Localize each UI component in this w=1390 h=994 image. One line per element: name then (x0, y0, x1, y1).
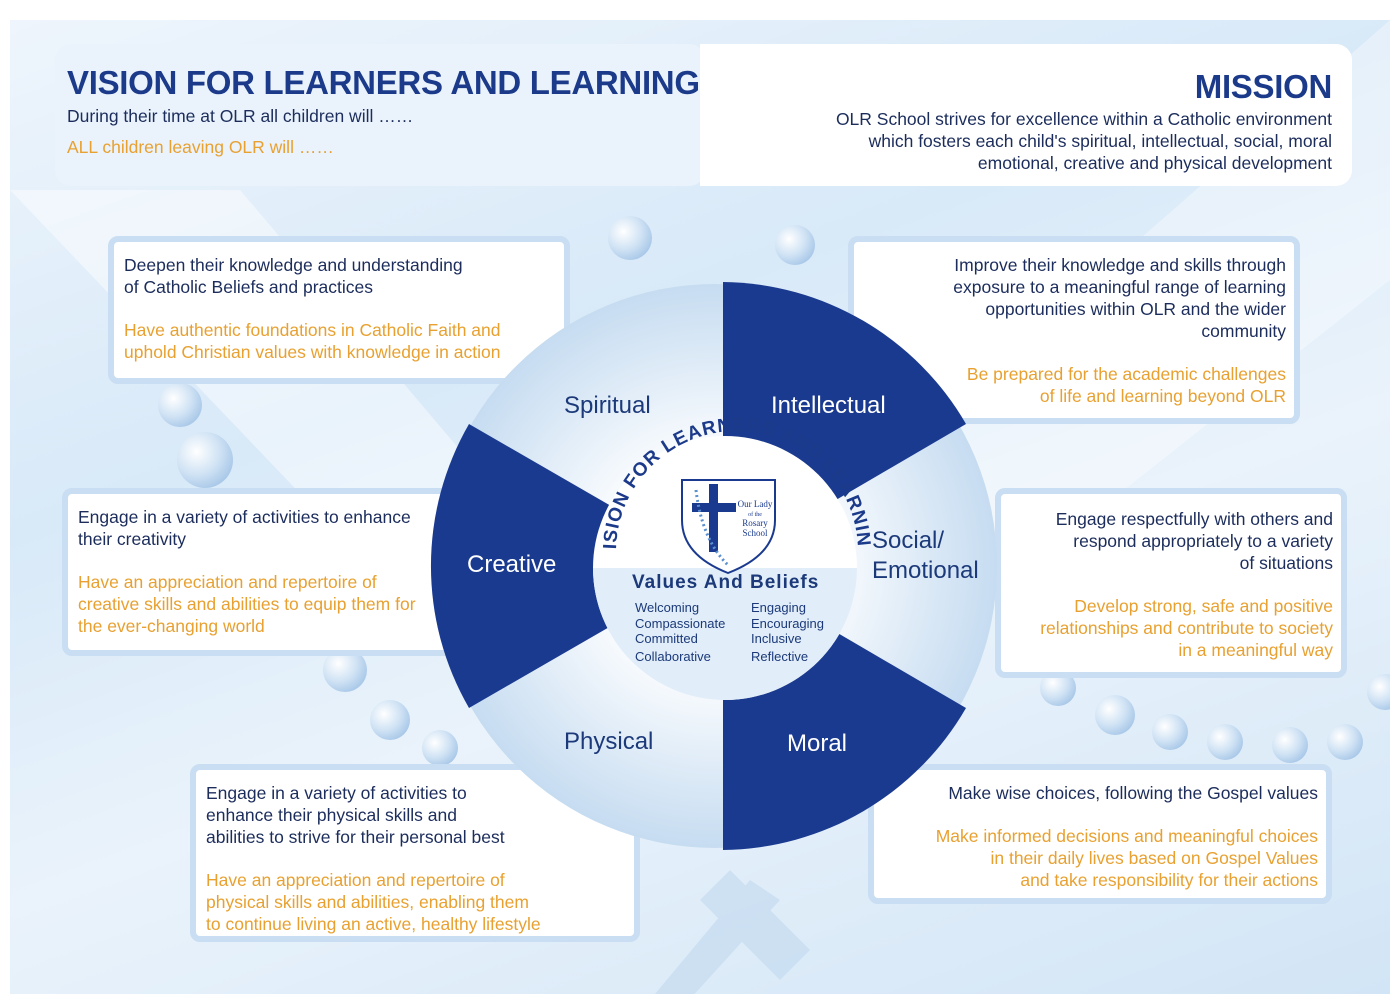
value-item: Inclusive (751, 631, 802, 646)
rosary-beads (158, 216, 1390, 766)
moral-box: Make wise choices, following the Gospel … (868, 764, 1332, 904)
label-intellectual: Intellectual (771, 392, 886, 419)
values-panel-bg (593, 568, 857, 700)
value-item: Welcoming (635, 600, 700, 615)
value-item: Committed (635, 631, 698, 646)
creative-box: Engage in a variety of activities to enh… (62, 488, 502, 656)
school-crest: Our Lady of the Rosary School (681, 479, 776, 575)
label-physical: Physical (564, 728, 654, 755)
value-item: Compassionate (635, 616, 726, 631)
spiritual-box: Deepen their knowledge and understanding… (108, 236, 570, 384)
diagram-canvas: VISION FOR LEARNERS AND LEARNING During … (10, 20, 1390, 994)
value-item: Reflective (751, 649, 809, 664)
crest-line-3: Rosary (742, 518, 768, 528)
value-item: Engaging (751, 600, 806, 615)
intellectual-leaving-text: Be prepared for the academic challenges … (966, 364, 1286, 406)
crest-line-2: of the (748, 511, 762, 518)
creative-will-text: Engage in a variety of activities to enh… (78, 507, 411, 549)
vision-panel: VISION FOR LEARNERS AND LEARNING During … (55, 44, 705, 186)
mission-title: MISSION (1194, 68, 1333, 105)
label-creative: Creative (467, 551, 557, 578)
value-item: Encouraging (751, 616, 824, 631)
crest-line-1: Our Lady (738, 499, 773, 509)
social-will-text: Engage respectfully with others and resp… (1055, 509, 1333, 573)
moral-will-text: Make wise choices, following the Gospel … (948, 783, 1318, 803)
physical-leaving-text: Have an appreciation and repertoire of p… (206, 870, 541, 934)
segment-creative (430, 424, 715, 708)
moral-leaving-text: Make informed decisions and meaningful c… (935, 826, 1318, 890)
vision-line-leaving: ALL children leaving OLR will …… (67, 137, 334, 157)
mission-text: OLR School strives for excellence within… (835, 109, 1332, 173)
vision-line-all-children: During their time at OLR all children wi… (67, 106, 414, 126)
label-spiritual: Spiritual (564, 392, 651, 419)
social-emotional-box: Engage respectfully with others and resp… (995, 488, 1347, 678)
label-social-emotional: Social/ Emotional (872, 527, 979, 584)
mission-panel: MISSION OLR School strives for excellenc… (700, 44, 1352, 186)
central-wheel: VISION FOR LEARNERS AND LEARNING Our Lad… (10, 20, 997, 850)
value-item: Collaborative (635, 649, 711, 664)
spiritual-will-text: Deepen their knowledge and understanding… (124, 255, 463, 297)
creative-leaving-text: Have an appreciation and repertoire of c… (78, 572, 416, 636)
vision-title: VISION FOR LEARNERS AND LEARNING (67, 64, 700, 101)
physical-will-text: Engage in a variety of activities to enh… (206, 783, 505, 847)
label-moral: Moral (787, 730, 848, 757)
crest-line-4: School (742, 528, 768, 538)
spiritual-leaving-text: Have authentic foundations in Catholic F… (124, 320, 501, 362)
intellectual-will-text: Improve their knowledge and skills throu… (953, 255, 1286, 341)
social-leaving-text: Develop strong, safe and positive relati… (1040, 596, 1333, 660)
cross-decoration (655, 870, 810, 994)
values-title: Values And Beliefs (632, 572, 820, 593)
